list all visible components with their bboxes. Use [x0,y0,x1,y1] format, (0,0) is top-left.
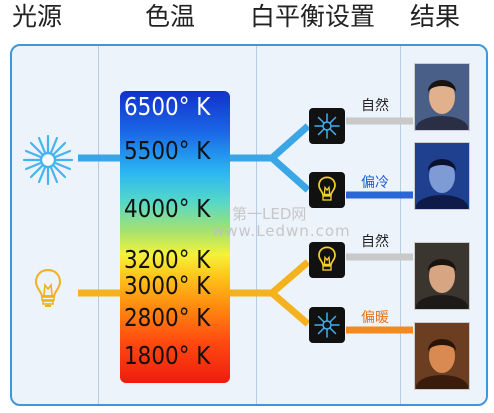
light-bulb-icon [34,268,62,307]
sun-icon [22,134,74,186]
light-bulb-icon [318,246,336,271]
header-result: 结果 [410,2,461,31]
wb-label-warm: 偏暖 [361,310,389,326]
temp-label: 1800° K [124,341,211,370]
wb-label-cool: 偏冷 [361,175,389,191]
light-bulb-icon [318,176,336,201]
temp-label: 3200° K [124,245,211,274]
temp-label: 3000° K [124,271,211,300]
wb-daylight-button [309,307,345,343]
sun-icon [314,113,340,139]
temp-label: 4000° K [124,194,211,223]
column-divider [256,46,257,404]
wb-label-natural: 自然 [361,98,389,114]
column-divider [400,46,401,404]
column-divider [98,46,99,404]
temp-label: 2800° K [124,303,211,332]
portrait-natural-cool-light [414,63,470,131]
color-temperature-gradient-bar [120,91,230,383]
sun-branch-lines [228,123,311,193]
wb-tungsten-button [309,242,345,278]
header-color-temperature: 色温 [145,2,196,31]
portrait-natural-warm-light [414,242,470,310]
diagram-panel [10,44,488,406]
wb-tungsten-button [309,172,345,208]
portrait-orange-tint [414,322,470,390]
temp-label: 6500° K [124,92,211,121]
sun-icon [314,312,340,338]
watermark-url: www.Ledwn.com [212,222,351,240]
wb-daylight-button [309,108,345,144]
wb-label-natural: 自然 [361,234,389,250]
bulb-branch-lines [228,259,311,327]
portrait-blue-tint [414,142,470,210]
header-white-balance: 白平衡设置 [250,2,376,31]
header-light-source: 光源 [12,2,63,31]
watermark-site-name: 第一LED网 [232,205,307,223]
temp-label: 5500° K [124,136,211,165]
